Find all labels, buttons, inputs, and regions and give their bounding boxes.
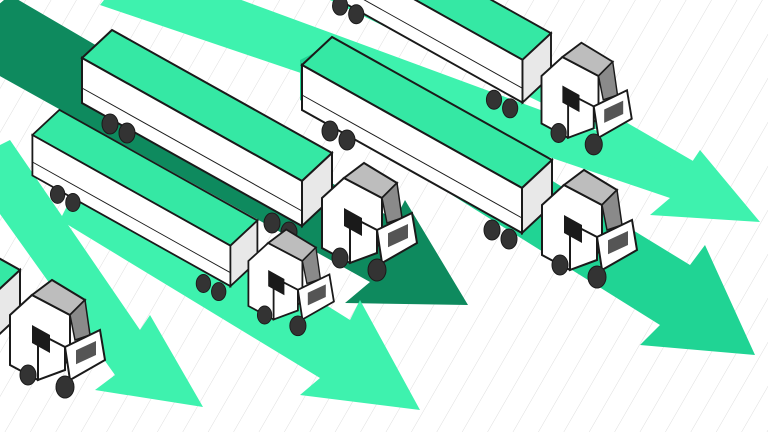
arrow-left-light [0, 140, 203, 407]
